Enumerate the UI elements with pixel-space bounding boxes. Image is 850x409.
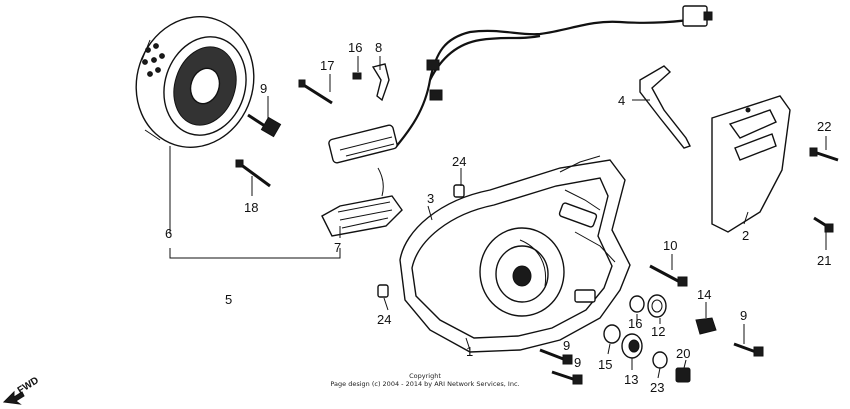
fwd-arrow-icon — [2, 390, 25, 405]
o-ring-15 — [603, 324, 621, 344]
callout-12: 12 — [651, 324, 665, 339]
callout-9-left-bottom: 9 — [574, 355, 581, 370]
callout-2: 2 — [742, 228, 749, 243]
callout-11: 9 — [260, 81, 267, 96]
cap-12 — [647, 294, 667, 318]
callout-24-top: 24 — [452, 154, 466, 169]
assembly-bracket — [169, 248, 341, 259]
callout-17: 16 — [348, 40, 362, 55]
dowel-pin-bottom — [377, 284, 389, 298]
bolt-22 — [809, 147, 839, 162]
callout-13: 13 — [624, 372, 638, 387]
wiring-harness — [394, 5, 713, 149]
drain-plug-20 — [675, 367, 691, 383]
callout-1: 1 — [466, 344, 473, 359]
flywheel-rotor — [135, 16, 255, 148]
copyright-notice: Copyright Page design (c) 2004 - 2014 by… — [330, 372, 519, 388]
washer-23 — [652, 351, 668, 369]
bolt-9-right — [733, 342, 764, 357]
callout-23: 23 — [650, 380, 664, 395]
oil-seal-16 — [629, 295, 645, 313]
stator-coil — [321, 167, 403, 237]
copyright-line-1: Copyright — [409, 372, 441, 380]
flywheel-bolt — [247, 113, 282, 138]
screw-17 — [352, 72, 362, 80]
bolt-21 — [813, 216, 834, 233]
plug-14 — [695, 317, 717, 335]
callout-18: 17 — [320, 58, 334, 73]
bolt-19 — [235, 159, 271, 188]
callout-14: 14 — [697, 287, 711, 302]
leader-lines — [169, 56, 827, 379]
copyright-line-2: Page design (c) 2004 - 2014 by ARI Netwo… — [330, 380, 519, 388]
callout-4: 4 — [618, 93, 625, 108]
callout-21: 21 — [817, 253, 831, 268]
cap-13 — [621, 333, 643, 359]
callout-22: 22 — [817, 119, 831, 134]
callout-3: 3 — [427, 191, 434, 206]
forward-direction-indicator: FWD — [2, 375, 41, 405]
callout-16: 16 — [628, 316, 642, 331]
long-bolt-18 — [298, 79, 333, 105]
wire-clamp — [371, 63, 390, 102]
callout-6: 6 — [165, 226, 172, 241]
bolt-9-left-bottom — [551, 370, 583, 385]
callout-7: 7 — [334, 240, 341, 255]
fwd-label: FWD — [16, 375, 41, 396]
crankcase-cover — [399, 155, 631, 353]
callout-9-left-top: 9 — [563, 338, 570, 353]
sprocket-cover — [711, 95, 791, 233]
callout-19: 18 — [244, 200, 258, 215]
bolt-9-left-top — [539, 348, 573, 365]
callout-5: 5 — [225, 292, 232, 307]
pulser-coil — [328, 124, 398, 164]
callout-8: 8 — [375, 40, 382, 55]
callout-15: 15 — [598, 357, 612, 372]
callout-24-bottom: 24 — [377, 312, 391, 327]
dowel-pin-top — [453, 184, 465, 198]
shift-lever — [639, 65, 691, 149]
callout-20: 20 — [676, 346, 690, 361]
callout-9-right: 9 — [740, 308, 747, 323]
callout-labels: 6 5 9 17 18 16 8 7 3 24 24 1 4 2 22 21 1… — [165, 40, 831, 395]
bolt-10 — [649, 264, 688, 287]
callout-10: 10 — [663, 238, 677, 253]
